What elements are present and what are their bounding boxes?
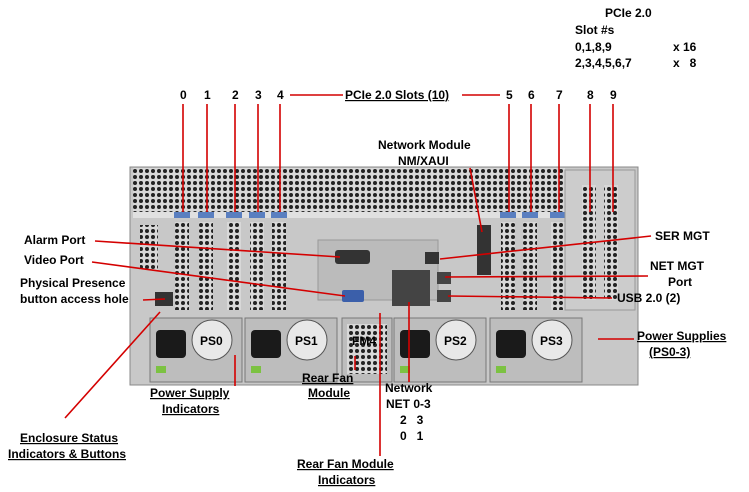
fan-icon (435, 319, 477, 361)
network-label: NET 0-3 (386, 397, 431, 411)
net-mgt-label: Port (668, 275, 692, 289)
pcie-slot (227, 222, 241, 310)
slot-number: 9 (610, 88, 617, 102)
usb-label: USB 2.0 (2) (617, 291, 680, 305)
module-label: PS0 (200, 334, 223, 348)
slot-number: 6 (528, 88, 535, 102)
pcie-slot (501, 222, 515, 310)
physical-presence-label: Physical Presence (20, 276, 126, 290)
pcie-row-slots: 0,1,8,9 (575, 40, 612, 54)
slot-tag (271, 212, 287, 218)
slot-tag (198, 212, 214, 218)
fan-icon (191, 319, 233, 361)
pcie-info-title: PCIe 2.0 (605, 6, 652, 20)
pcie-slot (175, 222, 189, 310)
power-inlet (400, 330, 430, 358)
network-module-label: NM/XAUI (398, 154, 449, 168)
net-mgt-label: NET MGT (650, 259, 705, 273)
ser-mgt-label: SER MGT (655, 229, 710, 243)
slot-number: 1 (204, 88, 211, 102)
rear-fan-indicators-label: Rear Fan Module (297, 457, 394, 471)
psu-indicator (251, 366, 261, 373)
net-mgt-port (437, 272, 451, 284)
module-ps2: PS2 (393, 317, 487, 383)
slot-number: 8 (587, 88, 594, 102)
slot-number: 5 (506, 88, 513, 102)
psu-indicator (496, 366, 506, 373)
power-inlet (251, 330, 281, 358)
network-label: 0 1 (400, 429, 424, 443)
slot-tag (226, 212, 242, 218)
slot-tag (249, 212, 265, 218)
slot-number: 2 (232, 88, 239, 102)
module-ps0: PS0 (149, 317, 243, 383)
pcie-slot (551, 222, 565, 310)
slot-number: 0 (180, 88, 187, 102)
slot-number: 3 (255, 88, 262, 102)
alarm-port (335, 250, 370, 264)
video-port-label: Video Port (24, 253, 84, 267)
power-supplies-label: (PS0-3) (649, 345, 690, 359)
power-inlet (496, 330, 526, 358)
module-label: PS1 (295, 334, 318, 348)
pcie-slot (272, 222, 286, 310)
module-label: FM4 (352, 334, 376, 348)
psu-indicator (400, 366, 410, 373)
fan-icon (286, 319, 328, 361)
ser-mgt-port (425, 252, 439, 264)
pcie-slot (523, 222, 537, 310)
pcie-row-width: x 8 (673, 56, 697, 70)
slot-tag (500, 212, 516, 218)
slot-number: 7 (556, 88, 563, 102)
power-inlet (156, 330, 186, 358)
module-label: PS2 (444, 334, 467, 348)
module-label: PS3 (540, 334, 563, 348)
pcie-slots-label: PCIe 2.0 Slots (10) (345, 88, 449, 102)
slot-numbers: 0 1 2 3 4 5 6 7 8 9 (180, 88, 617, 102)
slot-tag (174, 212, 190, 218)
pcie-info: PCIe 2.0 Slot #s 0,1,8,9 x 16 2,3,4,5,6,… (575, 6, 697, 70)
usb-ports (437, 290, 451, 302)
pcie-row-width: x 16 (673, 40, 697, 54)
rear-fan-indicators-label: Indicators (318, 473, 376, 487)
slot-number: 4 (277, 88, 284, 102)
fan-icon (531, 319, 573, 361)
module-ps1: PS1 (244, 317, 338, 383)
pcie-row-slots: 2,3,4,5,6,7 (575, 56, 632, 70)
module-ps3: PS3 (489, 317, 583, 383)
alarm-port-label: Alarm Port (24, 233, 85, 247)
physical-presence-label: button access hole (20, 292, 129, 306)
enclosure-status-label: Indicators & Buttons (8, 447, 126, 461)
video-port (342, 290, 364, 302)
pcie-info-subtitle: Slot #s (575, 23, 615, 37)
network-label: 2 3 (400, 413, 424, 427)
network-label: Network (385, 381, 433, 395)
pcie-slot (250, 222, 264, 310)
rear-fan-module-label: Rear Fan (302, 371, 353, 385)
enclosure-status-label: Enclosure Status (20, 431, 118, 445)
psu-indicator (156, 366, 166, 373)
network-module (477, 225, 491, 275)
power-supply-indicators-label: Indicators (162, 402, 220, 416)
pcie-slot (199, 222, 213, 310)
slot-tag (522, 212, 538, 218)
power-supply-indicators-label: Power Supply (150, 386, 230, 400)
slot-tag (550, 212, 566, 218)
callout-lines (64, 94, 652, 456)
power-supplies-label: Power Supplies (637, 329, 727, 343)
network-ports (392, 270, 430, 306)
rear-fan-module-label: Module (308, 386, 350, 400)
network-module-label: Network Module (378, 138, 471, 152)
